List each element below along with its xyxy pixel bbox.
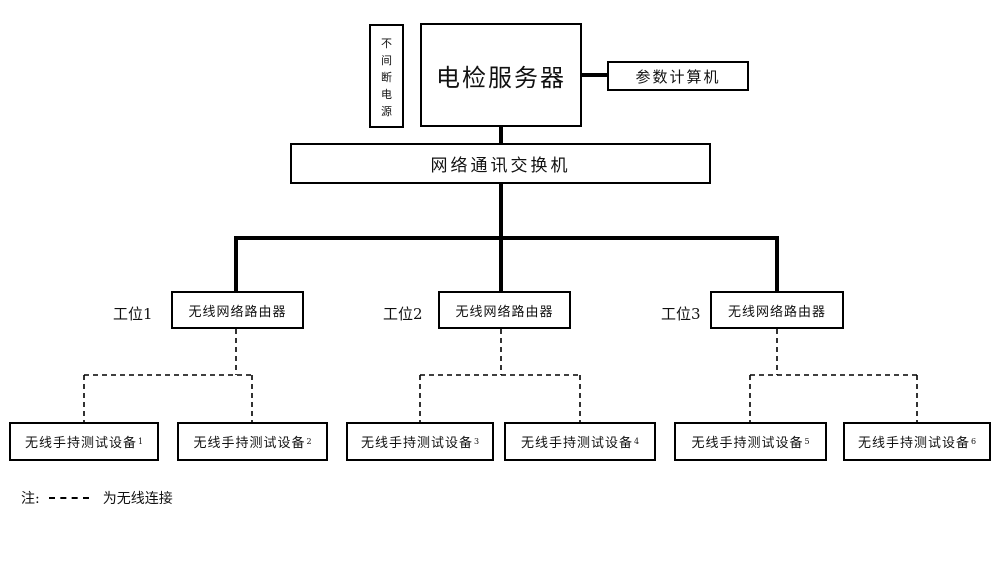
device-index: 3 [473, 437, 480, 446]
ups-label: 不 间 断 电 源 [381, 35, 392, 120]
note-prefix: 注: [21, 491, 40, 507]
ups-char: 电 [381, 87, 392, 101]
device-index: 2 [306, 437, 312, 446]
router-label: 无线网络路由器 [188, 304, 287, 320]
device-label: 无线手持测试设备 [360, 436, 473, 451]
ups-char: 断 [381, 70, 392, 84]
ups-box: 不 间 断 电 源 [369, 24, 404, 128]
device-index: 1 [137, 437, 144, 446]
device-index: 5 [804, 437, 810, 446]
device-label: 无线手持测试设备 [857, 436, 970, 451]
router-label: 无线网络路由器 [455, 304, 554, 320]
wireless-router-box: 无线网络路由器 [710, 291, 844, 329]
network-switch-box: 网络通讯交换机 [290, 143, 711, 184]
device-label: 无线手持测试设备 [520, 436, 633, 451]
station-label: 工位2 [383, 305, 423, 323]
dashed-line-legend-icon [48, 497, 89, 499]
parameter-computer-box: 参数计算机 [607, 61, 749, 91]
station-label: 工位3 [661, 305, 701, 323]
router-label: 无线网络路由器 [727, 304, 826, 320]
parameter-computer-label: 参数计算机 [635, 67, 721, 86]
ups-char: 间 [381, 53, 392, 67]
device-label: 无线手持测试设备 [24, 436, 137, 451]
device-label: 无线手持测试设备 [193, 436, 306, 451]
station-label: 工位1 [113, 305, 153, 323]
device-index: 4 [633, 437, 640, 446]
network-switch-label: 网络通讯交换机 [430, 156, 571, 176]
legend-note: 注: 为无线连接 [21, 488, 173, 508]
note-text: 为无线连接 [102, 491, 173, 507]
ups-char: 源 [381, 104, 392, 118]
server-label: 电检服务器 [436, 63, 566, 92]
device-index: 6 [970, 437, 977, 446]
server-box: 电检服务器 [420, 23, 582, 127]
wireless-router-box: 无线网络路由器 [438, 291, 571, 329]
wireless-router-box: 无线网络路由器 [171, 291, 304, 329]
ups-char: 不 [381, 36, 392, 50]
device-label: 无线手持测试设备 [691, 436, 804, 451]
